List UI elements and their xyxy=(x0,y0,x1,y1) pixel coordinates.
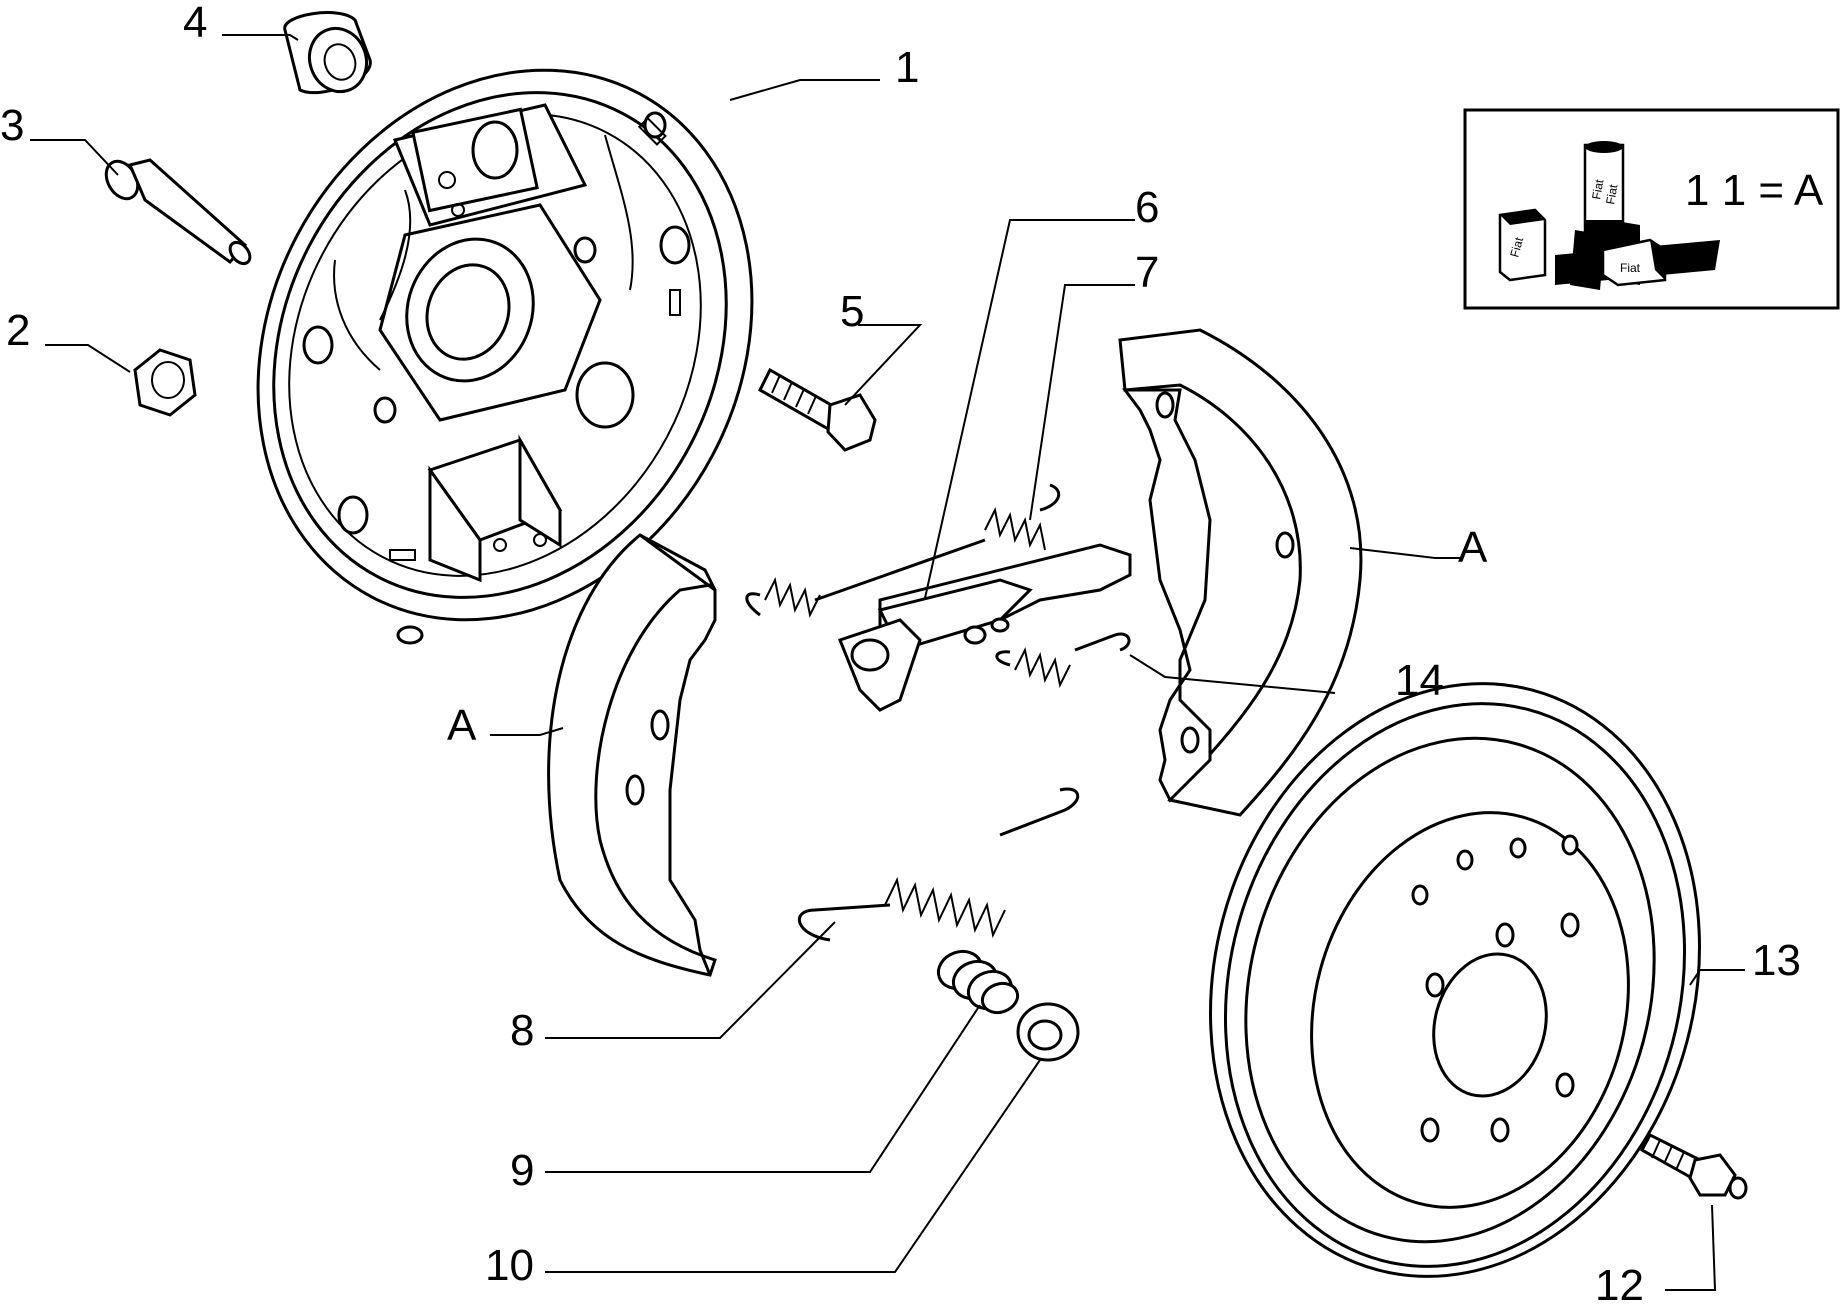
callout-5: 5 xyxy=(840,287,864,336)
adjuster-lever xyxy=(838,543,1132,712)
callout-2: 2 xyxy=(6,306,30,355)
can-label-1: Fiat xyxy=(1589,178,1606,201)
callout-12: 12 xyxy=(1595,1261,1644,1305)
box-label-2: Fiat xyxy=(1620,261,1641,275)
callout-10: 10 xyxy=(485,1241,534,1290)
retainer-cap xyxy=(1016,1002,1080,1062)
callout-7: 7 xyxy=(1135,248,1159,297)
callout-14: 14 xyxy=(1395,656,1444,705)
callout-6: 6 xyxy=(1135,183,1159,232)
callout-8: 8 xyxy=(510,1006,534,1055)
backing-plate xyxy=(256,68,754,645)
coil-spring xyxy=(936,949,1020,1015)
nut xyxy=(133,348,197,417)
upper-spring xyxy=(745,483,1061,619)
callout-labels: 4 3 2 1 5 6 7 A A 14 13 8 9 10 12 xyxy=(0,0,1801,1305)
can-label-2: Fiat xyxy=(1603,183,1620,206)
lubricant-icon: Fiat Fiat Fiat Fiat xyxy=(1498,141,1720,290)
brake-drum xyxy=(1209,682,1701,1278)
pin xyxy=(104,158,252,266)
callout-4: 4 xyxy=(183,0,207,47)
callout-1: 1 xyxy=(895,43,919,92)
legend-text: 1 1 = A xyxy=(1685,166,1824,215)
callout-a-left: A xyxy=(447,701,477,750)
callout-9: 9 xyxy=(510,1146,534,1195)
screw xyxy=(758,367,877,452)
callout-13: 13 xyxy=(1752,936,1801,985)
lower-spring xyxy=(797,787,1079,942)
drum-bolt xyxy=(1639,1133,1748,1200)
callout-a-right: A xyxy=(1458,523,1488,572)
leader-lines xyxy=(30,34,1745,1291)
brake-shoe-left xyxy=(547,533,717,977)
legend-box: Fiat Fiat Fiat Fiat 1 1 = A xyxy=(1463,108,1840,310)
callout-3: 3 xyxy=(0,101,24,150)
short-spring xyxy=(995,632,1131,689)
bushing xyxy=(283,11,372,95)
box-label-1: Fiat xyxy=(1507,235,1526,259)
brake-shoe-right xyxy=(1118,328,1363,817)
